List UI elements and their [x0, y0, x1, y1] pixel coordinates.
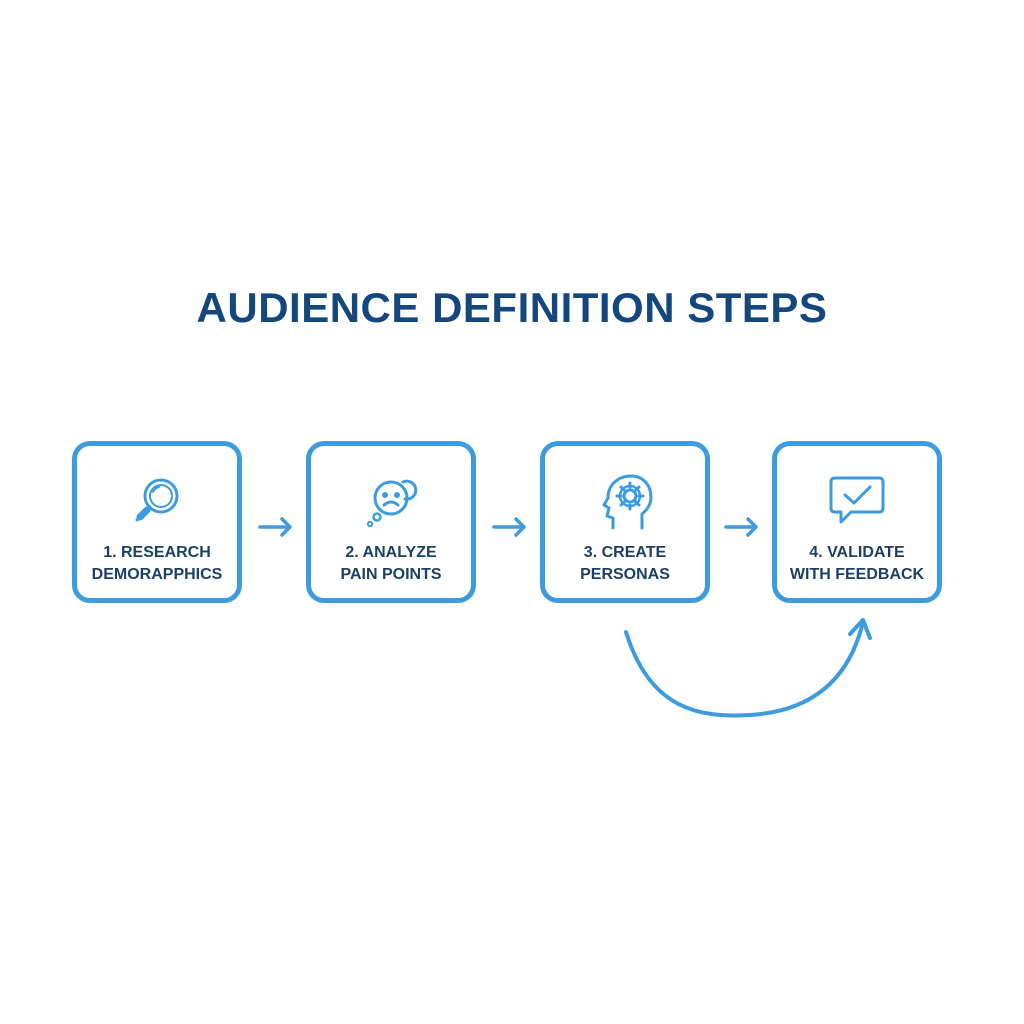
head-gear-icon [593, 470, 657, 534]
step-label: 2. ANALYZE PAIN POINTS [311, 542, 471, 586]
step-title: 3. CREATE [583, 544, 667, 561]
arrow-right-icon [258, 517, 292, 537]
step-validate-with-feedback: 4. VALIDATE WITH FEEDBACK [772, 441, 942, 603]
step-research-demographics: 1. RESEARCH DEMORAPPHICS [72, 441, 242, 603]
step-title: 1. RESEARCH [103, 544, 211, 561]
step-title: 4. VALIDATE [809, 544, 905, 561]
step-subtitle: PAIN POINTS [340, 566, 442, 583]
step-create-personas: 3. CREATE PERSONAS [540, 441, 710, 603]
step-label: 3. CREATE PERSONAS [545, 542, 705, 586]
magnifying-glass-icon [125, 470, 189, 534]
step-subtitle: PERSONAS [580, 566, 670, 583]
sad-face-thought-icon [359, 470, 423, 534]
step-subtitle: WITH FEEDBACK [789, 566, 925, 583]
diagram-title: AUDIENCE DEFINITION STEPS [196, 284, 828, 331]
arrow-right-icon [724, 517, 758, 537]
chat-check-icon [825, 470, 889, 534]
step-analyze-pain-points: 2. ANALYZE PAIN POINTS [306, 441, 476, 603]
step-label: 1. RESEARCH DEMORAPPHICS [77, 542, 237, 586]
step-title: 2. ANALYZE [345, 544, 437, 561]
step-label: 4. VALIDATE WITH FEEDBACK [777, 542, 937, 586]
step-subtitle: DEMORAPPHICS [91, 566, 223, 583]
feedback-loop-arrow [624, 618, 872, 718]
arrow-right-icon [492, 517, 526, 537]
